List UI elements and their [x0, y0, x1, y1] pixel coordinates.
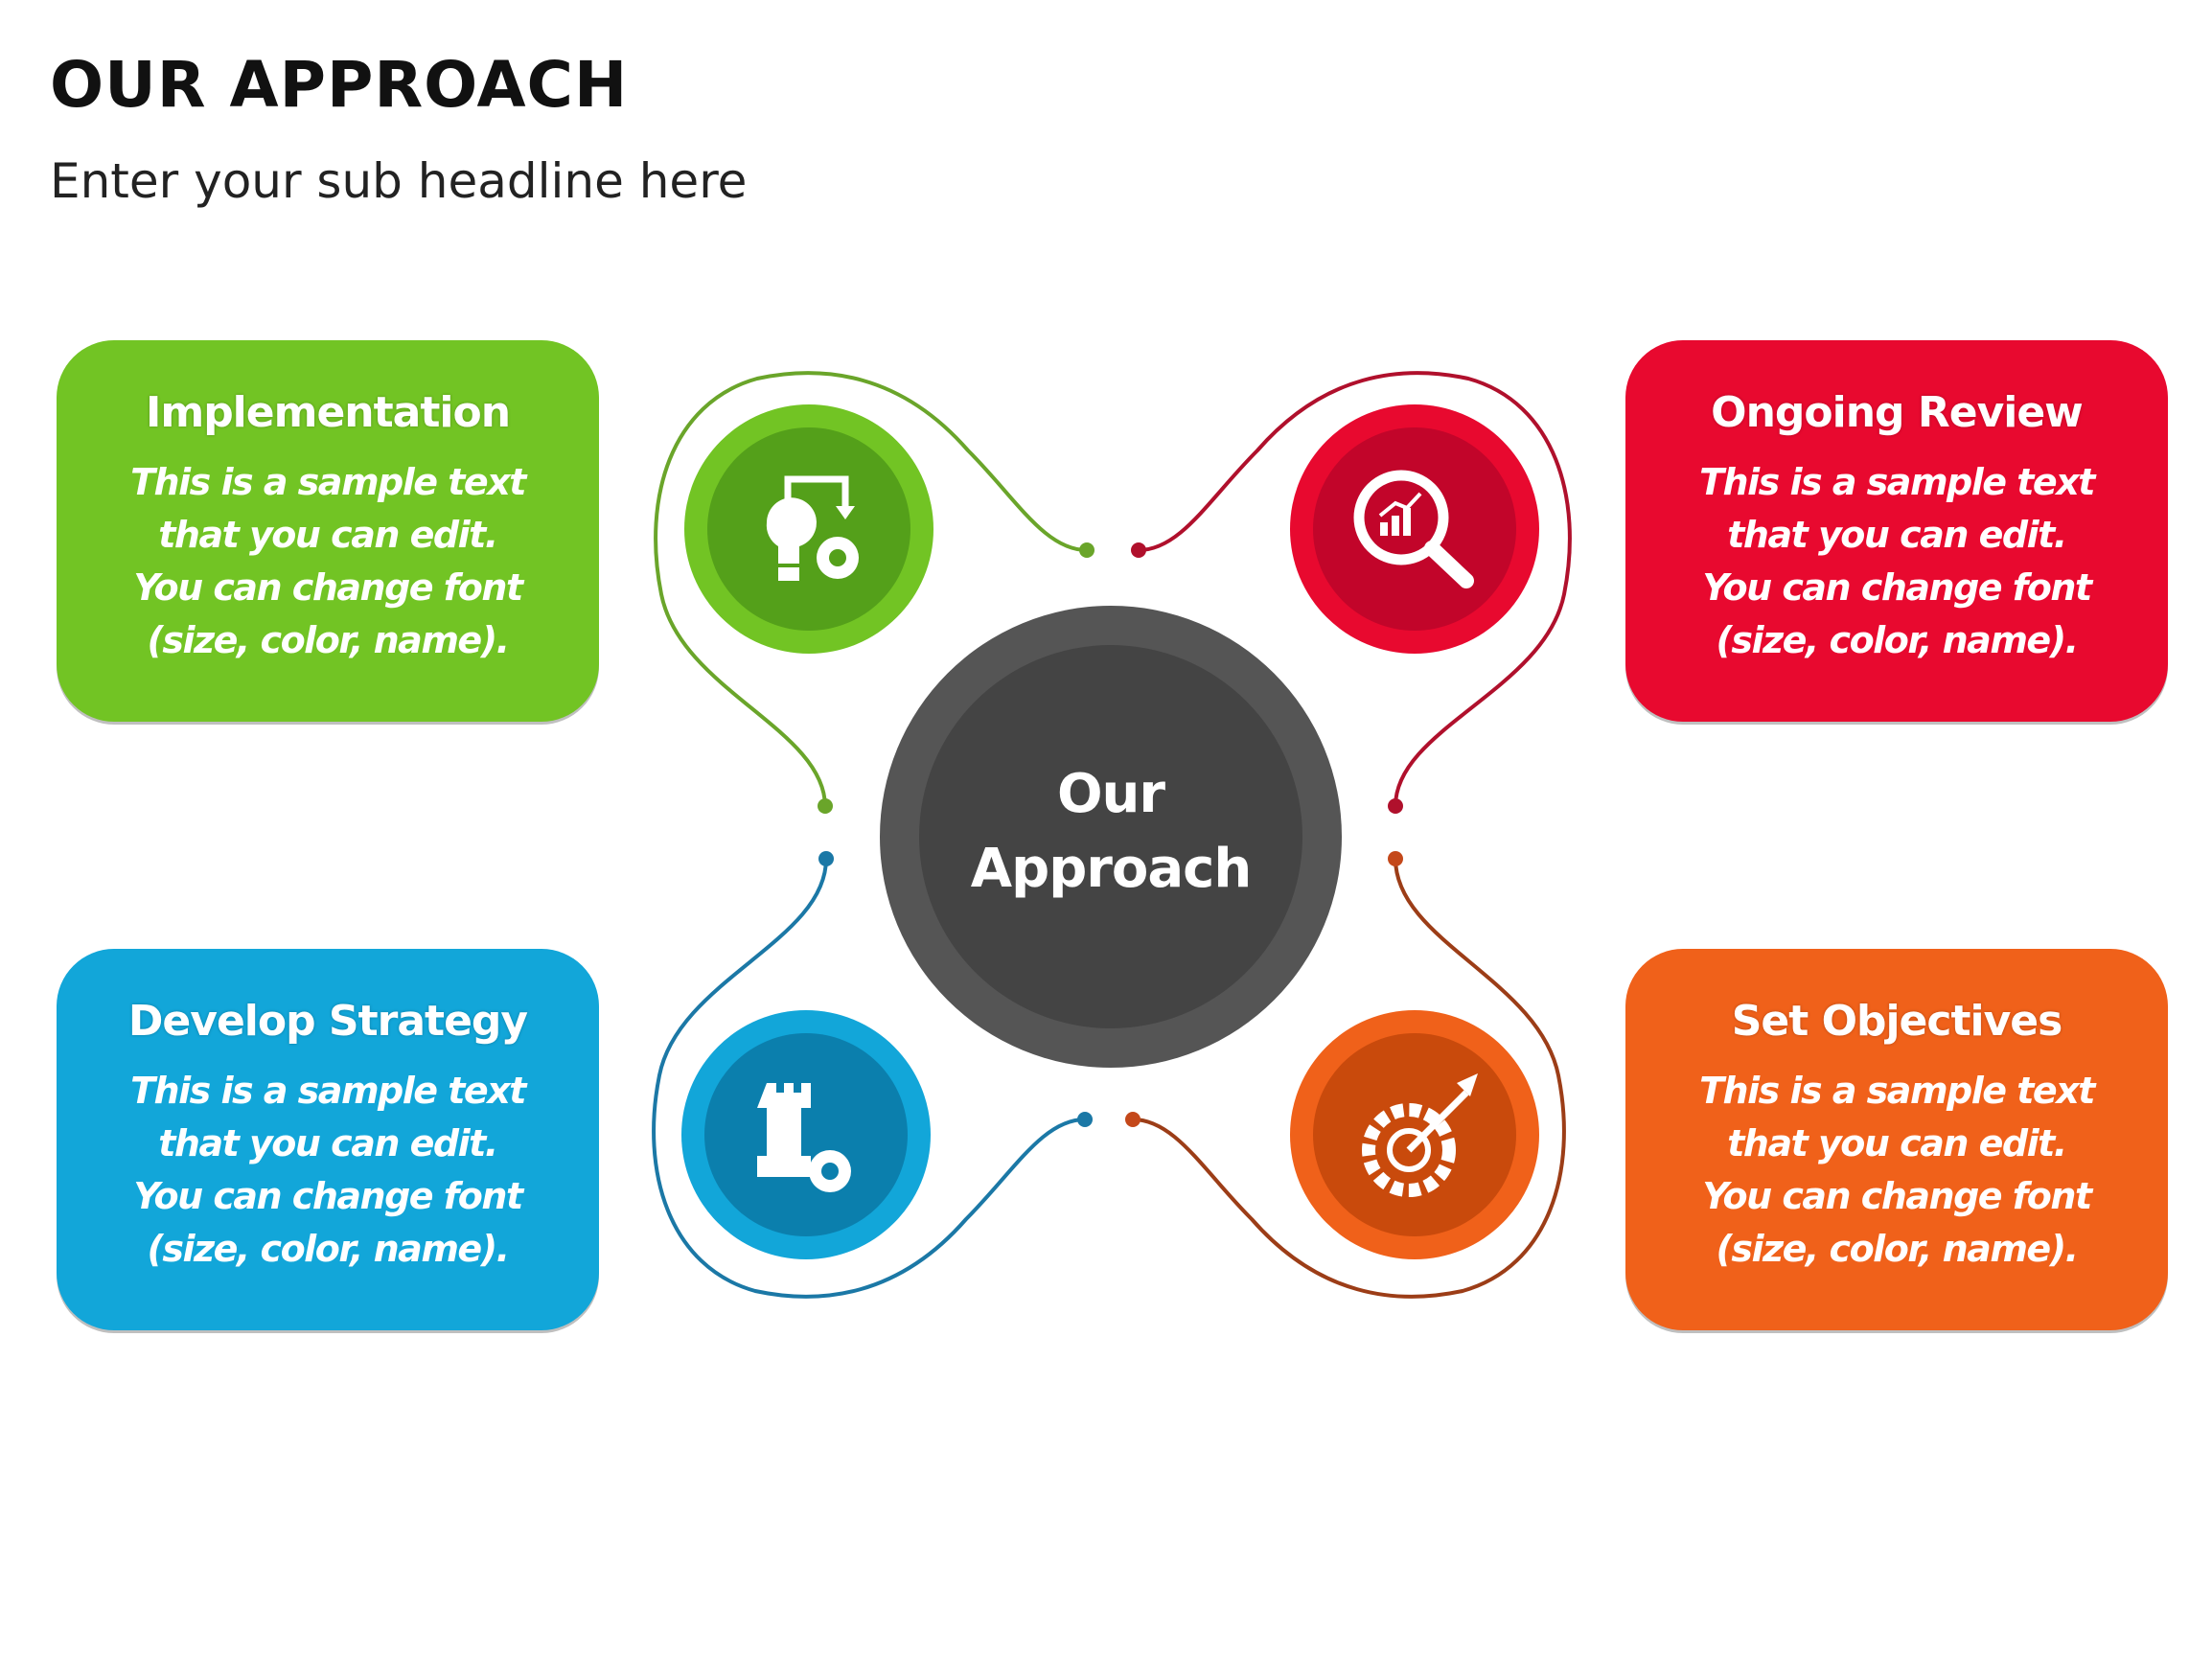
orange-connector	[1132, 858, 1566, 1299]
blue-connector-dot	[818, 851, 834, 866]
green-connector-dot	[818, 798, 833, 814]
center-label-line1: Our	[1056, 763, 1165, 825]
red-connector-dot	[1388, 798, 1403, 814]
blue-connector-dot	[1077, 1112, 1093, 1127]
card-title: Ongoing Review	[1711, 388, 2084, 437]
blue-connector	[652, 858, 1086, 1299]
chess-rook-gear-icon	[681, 1010, 931, 1259]
card-set-objectives: Set Objectives This is a sample text tha…	[1625, 949, 2168, 1330]
page-title: OUR APPROACH	[50, 48, 629, 122]
red-connector-dot	[1131, 542, 1146, 558]
card-ongoing-review: Ongoing Review This is a sample text tha…	[1625, 340, 2168, 722]
magnifier-chart-icon	[1290, 404, 1539, 654]
red-connector	[1138, 371, 1572, 807]
center-circle-inner	[919, 645, 1302, 1028]
card-text: This is a sample text that you can edit.…	[130, 1070, 526, 1270]
card-implementation: Implementation This is a sample text tha…	[57, 340, 599, 722]
card-text: This is a sample text that you can edit.…	[130, 461, 526, 661]
target-gear-icon	[1290, 1010, 1539, 1259]
card-develop-strategy: Develop Strategy This is a sample text t…	[57, 949, 599, 1330]
orange-connector-dot	[1125, 1112, 1141, 1127]
lightbulb-gear-icon	[684, 404, 933, 654]
page-subtitle: Enter your sub headline here	[50, 153, 748, 209]
center-label: Our Approach	[919, 757, 1302, 907]
center-label-line2: Approach	[970, 838, 1252, 900]
green-connector	[654, 371, 1088, 807]
orange-connector-dot	[1388, 851, 1403, 866]
card-title: Develop Strategy	[127, 997, 528, 1046]
card-text: This is a sample text that you can edit.…	[1699, 461, 2095, 661]
card-text: This is a sample text that you can edit.…	[1699, 1070, 2095, 1270]
card-title: Implementation	[145, 388, 511, 437]
card-title: Set Objectives	[1731, 997, 2063, 1046]
green-connector-dot	[1079, 542, 1094, 558]
